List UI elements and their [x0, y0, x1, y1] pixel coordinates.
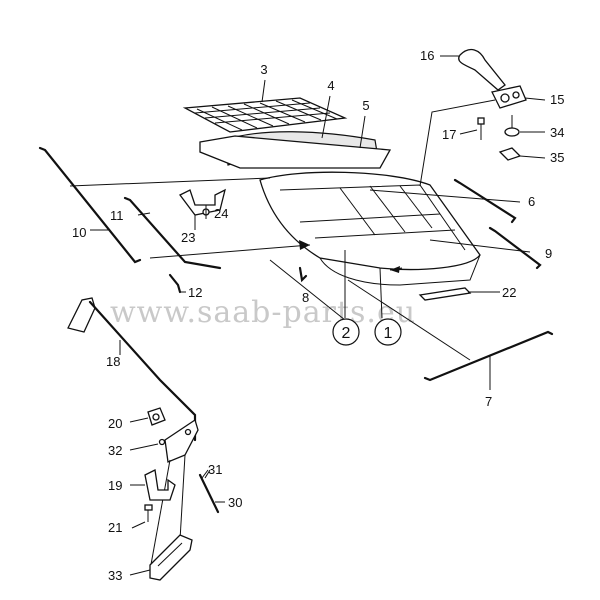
callout-19: 19 — [108, 478, 122, 493]
screw-part-24 — [202, 205, 210, 219]
seat-frame-part-3 — [182, 97, 348, 133]
svg-text:1: 1 — [384, 325, 393, 342]
callout-23: 23 — [181, 230, 195, 245]
spring-rod-part-7 — [423, 330, 554, 390]
spring-rod-part-6 — [453, 178, 517, 224]
spring-rod-part-10 — [38, 146, 142, 264]
callout-9: 9 — [545, 246, 552, 261]
callout-31: 31 — [208, 462, 222, 477]
callout-8: 8 — [302, 290, 309, 305]
mechanism-part-15 — [491, 85, 546, 109]
callout-34: 34 — [550, 125, 564, 140]
callout-5: 5 — [362, 98, 369, 113]
hook-part-8 — [298, 266, 308, 283]
callout-10: 10 — [72, 225, 86, 240]
callout-33: 33 — [108, 568, 122, 583]
callout-3: 3 — [260, 62, 267, 77]
svg-text:2: 2 — [342, 325, 351, 342]
callout-1: 1 — [374, 318, 402, 346]
callout-2: 2 — [332, 318, 360, 346]
callout-12: 12 — [188, 285, 202, 300]
callout-17: 17 — [442, 127, 456, 142]
callout-35: 35 — [550, 150, 564, 165]
callout-24: 24 — [214, 206, 228, 221]
callout-4: 4 — [327, 78, 334, 93]
bolt-part-31 — [198, 469, 220, 514]
callout-11: 11 — [110, 208, 124, 223]
callout-21: 21 — [108, 520, 122, 535]
callout-32: 32 — [108, 443, 122, 458]
nut-part-35 — [498, 147, 546, 161]
callout-16: 16 — [420, 48, 434, 63]
clamp-part-20 — [129, 407, 166, 426]
clip-part-12 — [168, 273, 182, 294]
callout-7: 7 — [485, 394, 492, 409]
bolt-part-34 — [504, 115, 545, 137]
callout-22: 22 — [502, 285, 516, 300]
spring-part-32 — [129, 438, 166, 451]
clip-part-19 — [130, 469, 176, 501]
seat-base-part-5 — [199, 135, 392, 169]
callout-18: 18 — [106, 354, 120, 369]
screw-part-21 — [131, 504, 153, 529]
callout-20: 20 — [108, 416, 122, 431]
stop-part-33 — [129, 534, 193, 581]
spring-rod-part-9 — [488, 226, 542, 270]
callout-6: 6 — [528, 194, 535, 209]
watermark-text: www.saab-parts.eu — [110, 295, 416, 330]
callout-30: 30 — [228, 495, 242, 510]
lever-handle-part-16 — [458, 48, 506, 91]
screw-part-17 — [477, 117, 485, 140]
seat-cushion-part-1 — [259, 171, 481, 286]
hinge-bracket — [149, 418, 199, 571]
spring-rod-part-11 — [123, 196, 222, 270]
callout-15: 15 — [550, 92, 564, 107]
runner-part-22 — [418, 287, 500, 301]
